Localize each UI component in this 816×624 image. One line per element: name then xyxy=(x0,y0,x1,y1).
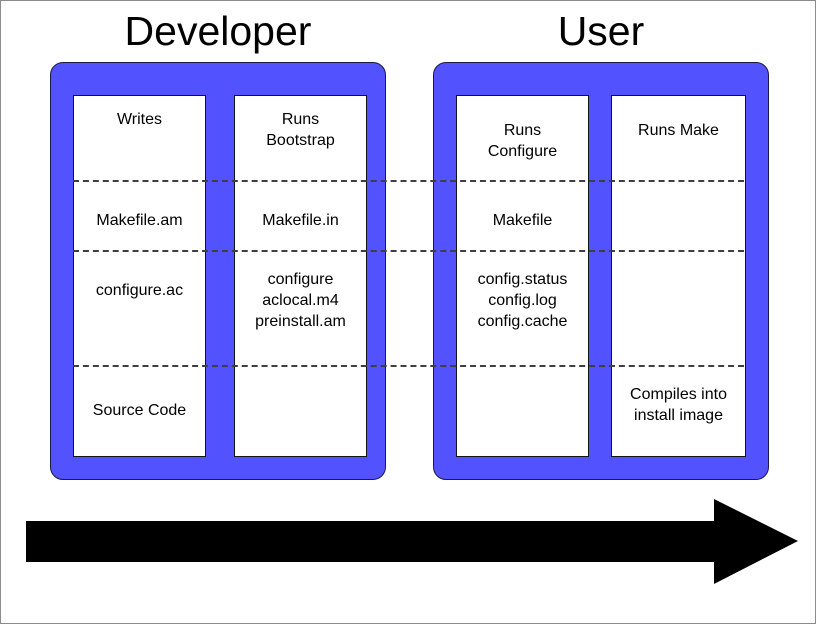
group-title-user: User xyxy=(557,8,645,54)
time-flow-arrow xyxy=(26,499,798,584)
stage-divider-1 xyxy=(73,180,744,182)
column-developer-writes xyxy=(73,95,206,457)
stage-divider-3 xyxy=(73,365,744,367)
stage-divider-2 xyxy=(73,250,744,252)
column-user-runs-make xyxy=(611,95,746,457)
column-developer-runs-bootstrap xyxy=(234,95,367,457)
group-title-developer: Developer xyxy=(124,8,312,54)
column-user-runs-configure xyxy=(456,95,589,457)
